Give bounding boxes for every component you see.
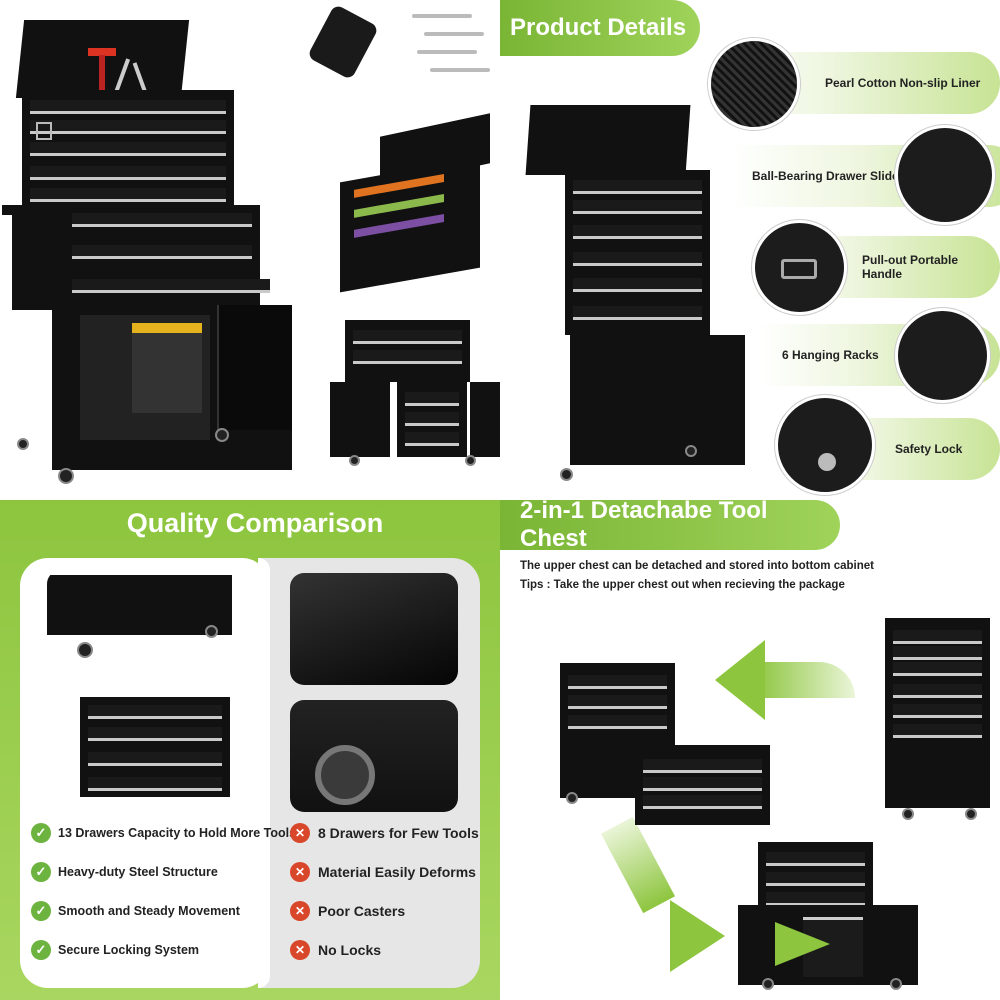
assembled-chest [885,618,990,808]
x-icon: ✕ [290,862,310,882]
liner-icon [708,38,800,130]
our-feature-row: ✓Smooth and Steady Movement [31,901,240,921]
product-details-panel: Product Details Pearl Cotton Non-slip Li… [500,0,1000,500]
detachable-title-banner: 2-in-1 Detachabe Tool Chest [500,497,840,552]
arrow-down-right-icon [600,816,750,972]
cabinet-door [217,305,292,430]
detachable-line-2: Tips : Take the upper chest out when rec… [520,579,845,591]
tool-box-yellow [132,323,202,413]
feature-label: Pull-out Portable Handle [862,253,958,281]
lower-chest-drawers [12,205,270,310]
x-icon: ✕ [290,940,310,960]
lock-icon [775,395,875,495]
hammer-icon [88,48,116,56]
detail-chest-body [565,170,710,335]
detachable-title: 2-in-1 Detachabe Tool Chest [520,497,768,552]
section-title: Product Details [500,0,700,56]
side-tray [2,205,42,215]
handle-icon [752,220,847,315]
other-feature-row: ✕No Locks [290,940,381,960]
stored-cabinet [758,842,873,910]
check-icon: ✓ [31,862,51,882]
bottom-cabinet [52,305,292,470]
check-icon: ✓ [31,901,51,921]
liner-roll-photo [306,3,380,81]
arrow-in-icon [775,922,830,966]
caster-wheel [58,468,74,484]
feature-label: Pearl Cotton Non-slip Liner [825,76,981,90]
side-handle [36,122,52,140]
other-feature-row: ✕Material Easily Deforms [290,862,476,882]
hanging-rack-icon [895,308,990,403]
open-chest-photo [320,113,490,293]
check-icon: ✓ [31,940,51,960]
feature-label: 6 Hanging Racks [782,348,879,362]
separated-upper-chest [635,745,770,825]
other-drawer-photo [290,573,458,685]
other-caster-photo [290,700,458,812]
drawer-slides-icon [895,125,995,225]
our-feature-row: ✓Secure Locking System [31,940,199,960]
tool-handle [99,55,105,93]
other-feature-row: ✕Poor Casters [290,901,405,921]
other-feature-row: ✕8 Drawers for Few Tools [290,823,479,843]
arrow-left-icon [715,640,855,720]
caster-wheel [215,428,229,442]
our-drawers-photo [55,692,235,802]
x-icon: ✕ [290,901,310,921]
hooks-photo [412,8,492,88]
our-cabinet-photo [47,570,237,670]
feature-label: Safety Lock [895,442,963,456]
comparison-title: Quality Comparison [126,508,384,538]
main-product-photo [0,0,300,500]
x-icon: ✕ [290,823,310,843]
open-cabinet-photo [325,320,500,470]
detail-chest-photo [525,105,691,175]
product-details-title: Product Details [510,14,687,41]
caster-wheel [17,438,29,450]
detachable-line-1: The upper chest can be detached and stor… [520,560,874,572]
our-feature-row: ✓Heavy-duty Steel Structure [31,862,218,882]
upper-chest [22,90,234,208]
our-feature-row: ✓13 Drawers Capacity to Hold More Tools [31,823,296,843]
feature-label: Ball-Bearing Drawer Slides [752,169,906,183]
check-icon: ✓ [31,823,51,843]
